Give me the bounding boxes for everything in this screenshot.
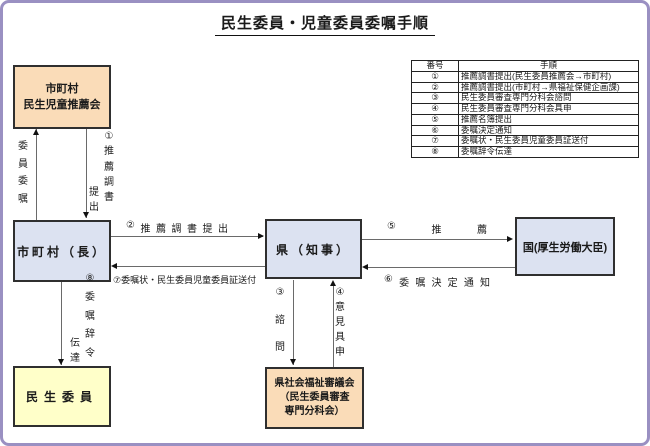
arrow-head-left-icon	[111, 262, 117, 269]
legend-cell-number: ⑥	[411, 124, 459, 137]
legend-cell-step: 推薦名簿提出	[458, 113, 639, 126]
node-prefectural-welfare-council: 県社会福祉審議会 （民生委員審査 専門分科会）	[265, 367, 364, 429]
legend-cell-number: ④	[411, 103, 459, 115]
node-label: 市町村（長）	[16, 244, 107, 259]
edge-line-step6	[368, 267, 515, 268]
legend-cell-step: 委嘱決定通知	[458, 124, 639, 137]
arrow-head-up-icon	[330, 280, 336, 286]
node-label-line: 県社会福祉審議会	[274, 378, 355, 389]
legend-cell-number: ⑦	[411, 135, 459, 148]
arrow-head-left-icon	[362, 263, 368, 270]
arrow-head-right-icon	[507, 235, 513, 242]
arrow-head-down-icon	[290, 359, 296, 365]
legend-cell-step: 委嘱状・民生委員児童委員証送付	[458, 135, 639, 148]
node-label-line: 市町村	[45, 82, 79, 95]
edge-line-step3	[293, 280, 294, 365]
node-welfare-commissioner: 民生委員	[13, 366, 111, 427]
edge-line-step1	[86, 129, 87, 218]
edge-label-step1-sub: 提出	[89, 187, 99, 213]
legend-cell-number: ②	[411, 81, 459, 94]
arrow-head-up-icon	[33, 129, 39, 135]
legend-cell-number: ③	[411, 92, 459, 105]
edge-line-step8	[61, 282, 62, 365]
edge-line-step4	[333, 285, 334, 367]
node-label: 県（知事）	[275, 242, 351, 257]
node-national-minister: 国(厚生労働大臣)	[515, 217, 615, 276]
node-municipal-recommendation-committee: 市町村 民生児童推薦会	[13, 65, 111, 129]
edge-label-step8-sub: 伝達	[70, 338, 80, 364]
diagram-title: 民生委員・児童委員委嘱手順	[214, 12, 435, 36]
legend-header-step: 手順	[458, 60, 639, 72]
edge-line-step7	[116, 266, 265, 267]
edge-label-step7: ⑦委嘱状・民生委員児童委員証送付	[113, 275, 257, 285]
node-label-line: 民生児童推薦会	[23, 99, 101, 111]
arrow-head-down-icon	[58, 359, 64, 365]
legend-header-number: 番号	[411, 60, 459, 72]
node-label: 民生委員	[25, 390, 98, 404]
arrow-head-right-icon	[258, 232, 264, 239]
edge-line-step5	[362, 239, 508, 240]
node-label: 国(厚生労働大臣)	[522, 241, 608, 254]
edge-label-commission: 委員委嘱	[18, 141, 28, 205]
node-municipality-mayor: 市町村（長）	[13, 220, 111, 282]
title-wrap: 民生委員・児童委員委嘱手順	[3, 12, 647, 36]
node-label-line: 専門分科会）	[284, 406, 345, 417]
legend-cell-number: ⑧	[411, 146, 459, 158]
legend-cell-number: ①	[411, 70, 459, 83]
legend-header-row: 番号 手順	[411, 60, 639, 72]
node-label-line: （民生委員審査	[279, 392, 350, 403]
node-prefecture-governor: 県（知事）	[265, 219, 362, 279]
legend-cell-step: 委嘱辞令伝達	[458, 146, 639, 158]
legend-cell-number: ⑤	[411, 113, 459, 126]
legend-cell-step: 推薦調書提出(市町村→県福祉保健企画課)	[458, 81, 639, 94]
edge-line-commission	[36, 129, 37, 220]
arrow-head-down-icon	[83, 212, 89, 218]
edge-line-step2	[111, 236, 263, 237]
legend-cell-step: 推薦調書提出(民生委員推薦会→市町村)	[458, 70, 639, 83]
legend-cell-step: 民生委員審査専門分科会具申	[458, 103, 639, 115]
legend-cell-step: 民生委員審査専門分科会諮問	[458, 92, 639, 105]
